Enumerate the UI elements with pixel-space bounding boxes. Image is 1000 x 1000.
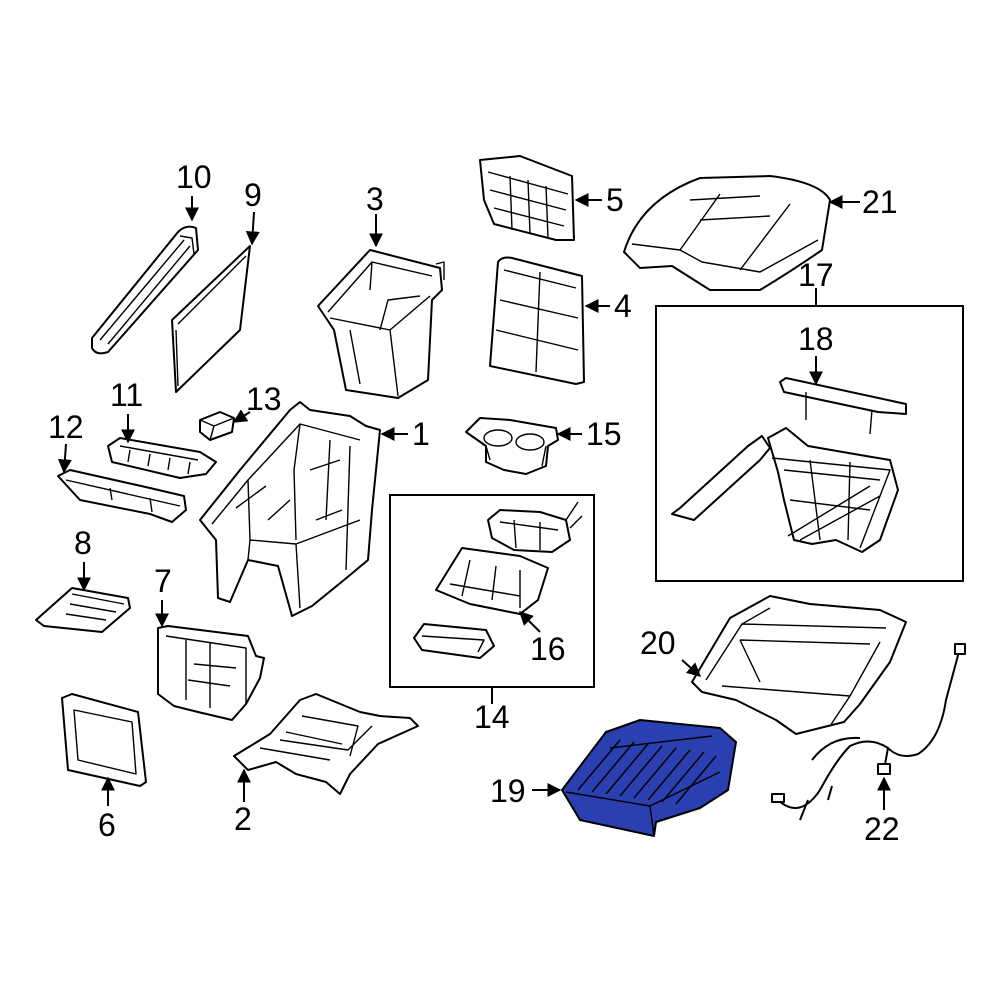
callout-labels: 10 9 3 5 21 17 4 18 11 13 12 1 15 8 7 16… (48, 159, 900, 847)
part-5-bracket[interactable] (479, 155, 575, 241)
callout-8: 8 (74, 525, 92, 561)
callout-21: 21 (862, 184, 898, 220)
callout-20: 20 (640, 625, 676, 661)
part-18-rod[interactable] (779, 377, 907, 435)
part-15-cup-holder[interactable] (465, 417, 559, 475)
part-8-tray[interactable] (35, 587, 131, 633)
callout-3: 3 (366, 181, 384, 217)
callout-1: 1 (412, 416, 430, 452)
callout-7: 7 (154, 563, 172, 599)
part-19-highlighted-module[interactable] (561, 719, 737, 837)
part-12-side-trim[interactable] (57, 469, 187, 523)
leader-lines (57, 193, 891, 810)
callout-22: 22 (864, 811, 900, 847)
part-20-lower-tray[interactable] (691, 595, 907, 735)
part-13-button[interactable] (199, 411, 235, 441)
part-3-storage-bin[interactable] (317, 249, 445, 399)
part-21-armrest-lid[interactable] (623, 175, 831, 291)
part-2-mounting-bracket[interactable] (233, 693, 419, 795)
callout-18: 18 (798, 321, 834, 357)
part-22-wiring-harness[interactable] (771, 643, 966, 821)
callout-11: 11 (110, 377, 143, 413)
part-9-panel[interactable] (171, 245, 251, 393)
callout-14: 14 (474, 699, 510, 735)
callout-17: 17 (798, 257, 834, 293)
part-10-trim[interactable] (91, 225, 199, 355)
callout-16: 16 (530, 631, 566, 667)
callout-9: 9 (244, 177, 262, 213)
part-7-module[interactable] (157, 625, 265, 721)
callout-13: 13 (246, 381, 282, 417)
callout-4: 4 (614, 288, 632, 324)
group-box-17 (655, 305, 964, 582)
part-11-switch-bezel[interactable] (107, 437, 217, 479)
part-6-bezel-frame[interactable] (61, 693, 147, 787)
callout-5: 5 (606, 182, 624, 218)
callout-12: 12 (48, 409, 84, 445)
part-17-frame-assembly[interactable] (671, 427, 899, 553)
part-1-console-base[interactable] (199, 401, 381, 617)
callout-10: 10 (176, 159, 212, 195)
callout-15: 15 (586, 416, 622, 452)
part-16-cup-insert[interactable] (413, 501, 583, 659)
callout-19: 19 (490, 773, 526, 809)
callout-6: 6 (98, 807, 116, 843)
part-4-liner[interactable] (489, 256, 585, 385)
callout-2: 2 (234, 801, 252, 837)
